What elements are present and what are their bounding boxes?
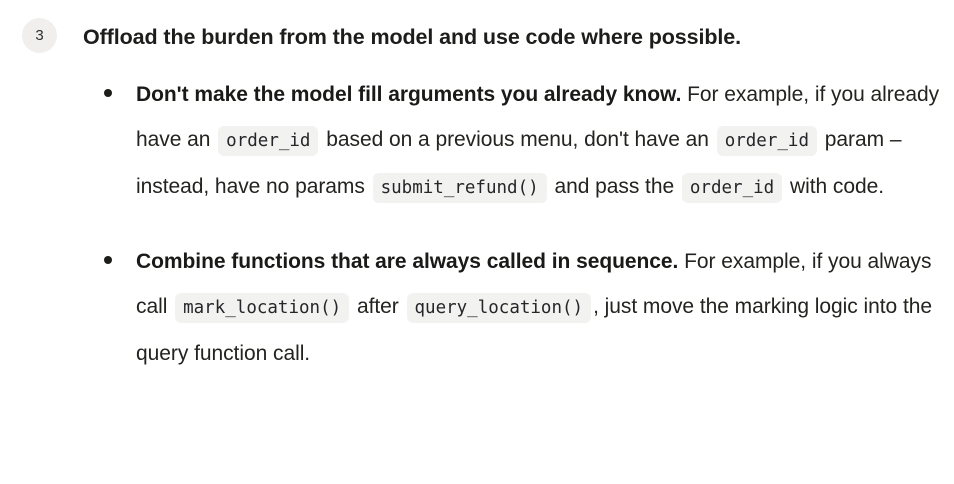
bullet-list: Don't make the model fill arguments you …	[0, 72, 954, 376]
inline-code-order-id: order_id	[218, 126, 319, 156]
bullet-body-text: after	[351, 295, 405, 318]
list-item: Combine functions that are always called…	[0, 239, 954, 376]
inline-code-submit-refund: submit_refund()	[372, 173, 547, 203]
list-item: Don't make the model fill arguments you …	[0, 72, 954, 211]
bullet-lead-text: Don't make the model fill arguments you …	[136, 83, 682, 106]
bullet-body-text: with code.	[784, 175, 885, 198]
bullet-dot-icon	[104, 89, 112, 97]
inline-code-order-id: order_id	[716, 126, 817, 156]
bullet-body-text: , just move the marking logic into the q…	[136, 295, 933, 365]
bullet-body-text: For example, if you always call	[136, 250, 932, 318]
bullet-dot-icon	[104, 256, 112, 264]
section-heading: Offload the burden from the model and us…	[83, 25, 742, 49]
inline-code-mark-location: mark_location()	[175, 293, 350, 323]
bullet-body-text: For example, if you already have an	[136, 83, 940, 151]
inline-code-query-location: query_location()	[406, 293, 592, 323]
bullet-lead-text: Combine functions that are always called…	[136, 250, 679, 273]
numbered-heading-row: 3 Offload the burden from the model and …	[0, 0, 954, 53]
list-number-badge: 3	[22, 18, 57, 53]
inline-code-order-id: order_id	[681, 173, 783, 203]
bullet-body-text: param – instead, have no params	[136, 128, 902, 198]
bullet-body-text: based on a previous menu, don't have an	[320, 128, 715, 151]
bullet-body-text: and pass the	[548, 175, 680, 198]
